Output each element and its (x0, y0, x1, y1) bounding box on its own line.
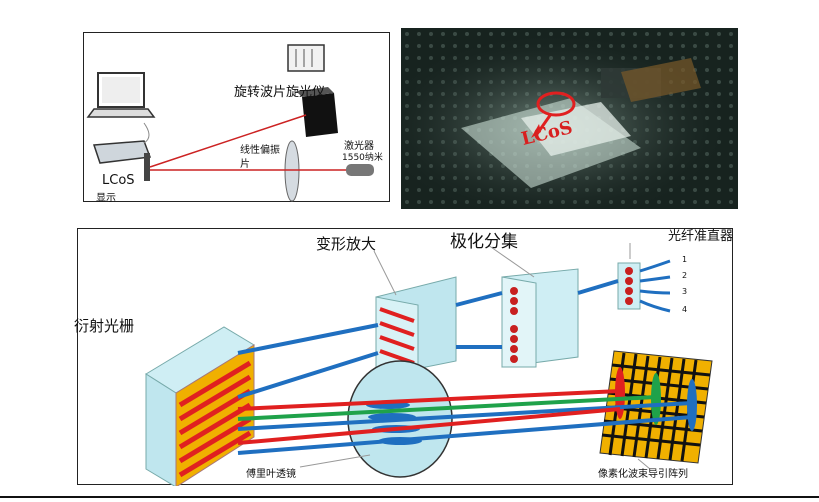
bottom-rule (0, 496, 819, 498)
setup-diagram: 旋转波片旋光仪 线性偏振 片 激光器 1550纳米 LCoS 显示 (83, 32, 390, 204)
beam-paths (237, 279, 693, 455)
rotator-label: 旋转波片旋光仪 (234, 85, 326, 100)
lcos-photo-drawing (401, 28, 738, 209)
port-label: 4 (682, 305, 688, 314)
fiber-collimator (617, 259, 671, 313)
diffraction-grating (145, 326, 255, 486)
lcos-display-label: 显示 (96, 193, 116, 204)
anamorphic-magnifier-label: 变形放大 (316, 235, 377, 253)
beam-steering-array-label: 像素化波束导引阵列 (598, 469, 688, 480)
polarization-diversity-label: 极化分集 (450, 232, 518, 252)
laser-icon (346, 164, 374, 176)
anamorphic-prism (375, 276, 457, 380)
polarizer-label: 线性偏振 (240, 145, 280, 156)
polarizer-label-line2: 片 (240, 159, 250, 170)
anamorphic-leader (373, 250, 397, 296)
polarizer-icon (284, 140, 300, 202)
lcos-label: LCoS (102, 173, 135, 188)
setup-drawing (86, 44, 374, 202)
laser-wavelength-label: 1550纳米 (342, 153, 383, 163)
fourier-lens-label: 傅里叶透镜 (246, 469, 296, 480)
polarization-leader (487, 244, 535, 278)
lens-leader (299, 454, 371, 468)
array-leader (637, 458, 651, 470)
port-label: 2 (682, 271, 688, 280)
polarization-diversity-block (501, 268, 579, 368)
lcos-photo: LCoS (401, 28, 738, 209)
laptop-icon (86, 72, 156, 118)
diffraction-grating-label: 衍射光栅 (74, 317, 135, 335)
waveplate-rotator-icon (296, 87, 338, 137)
wss-drawing (145, 243, 713, 486)
lcos-display-icon (92, 140, 152, 181)
cable-line (143, 122, 150, 144)
flex-cable (621, 58, 701, 102)
port-label: 1 (682, 255, 688, 264)
port-label: 3 (682, 287, 688, 296)
fiber-collimator-label: 光纤准直器 (668, 229, 734, 244)
highlight-circle (536, 91, 576, 117)
laser-label: 激光器 (344, 141, 374, 152)
wss-diagram: 变形放大 极化分集 光纤准直器 衍射光栅 傅里叶透镜 像素化波束导引阵列 1 2… (74, 228, 734, 486)
reflected-beam (149, 114, 307, 168)
rotator-instrument-icon (287, 44, 325, 72)
